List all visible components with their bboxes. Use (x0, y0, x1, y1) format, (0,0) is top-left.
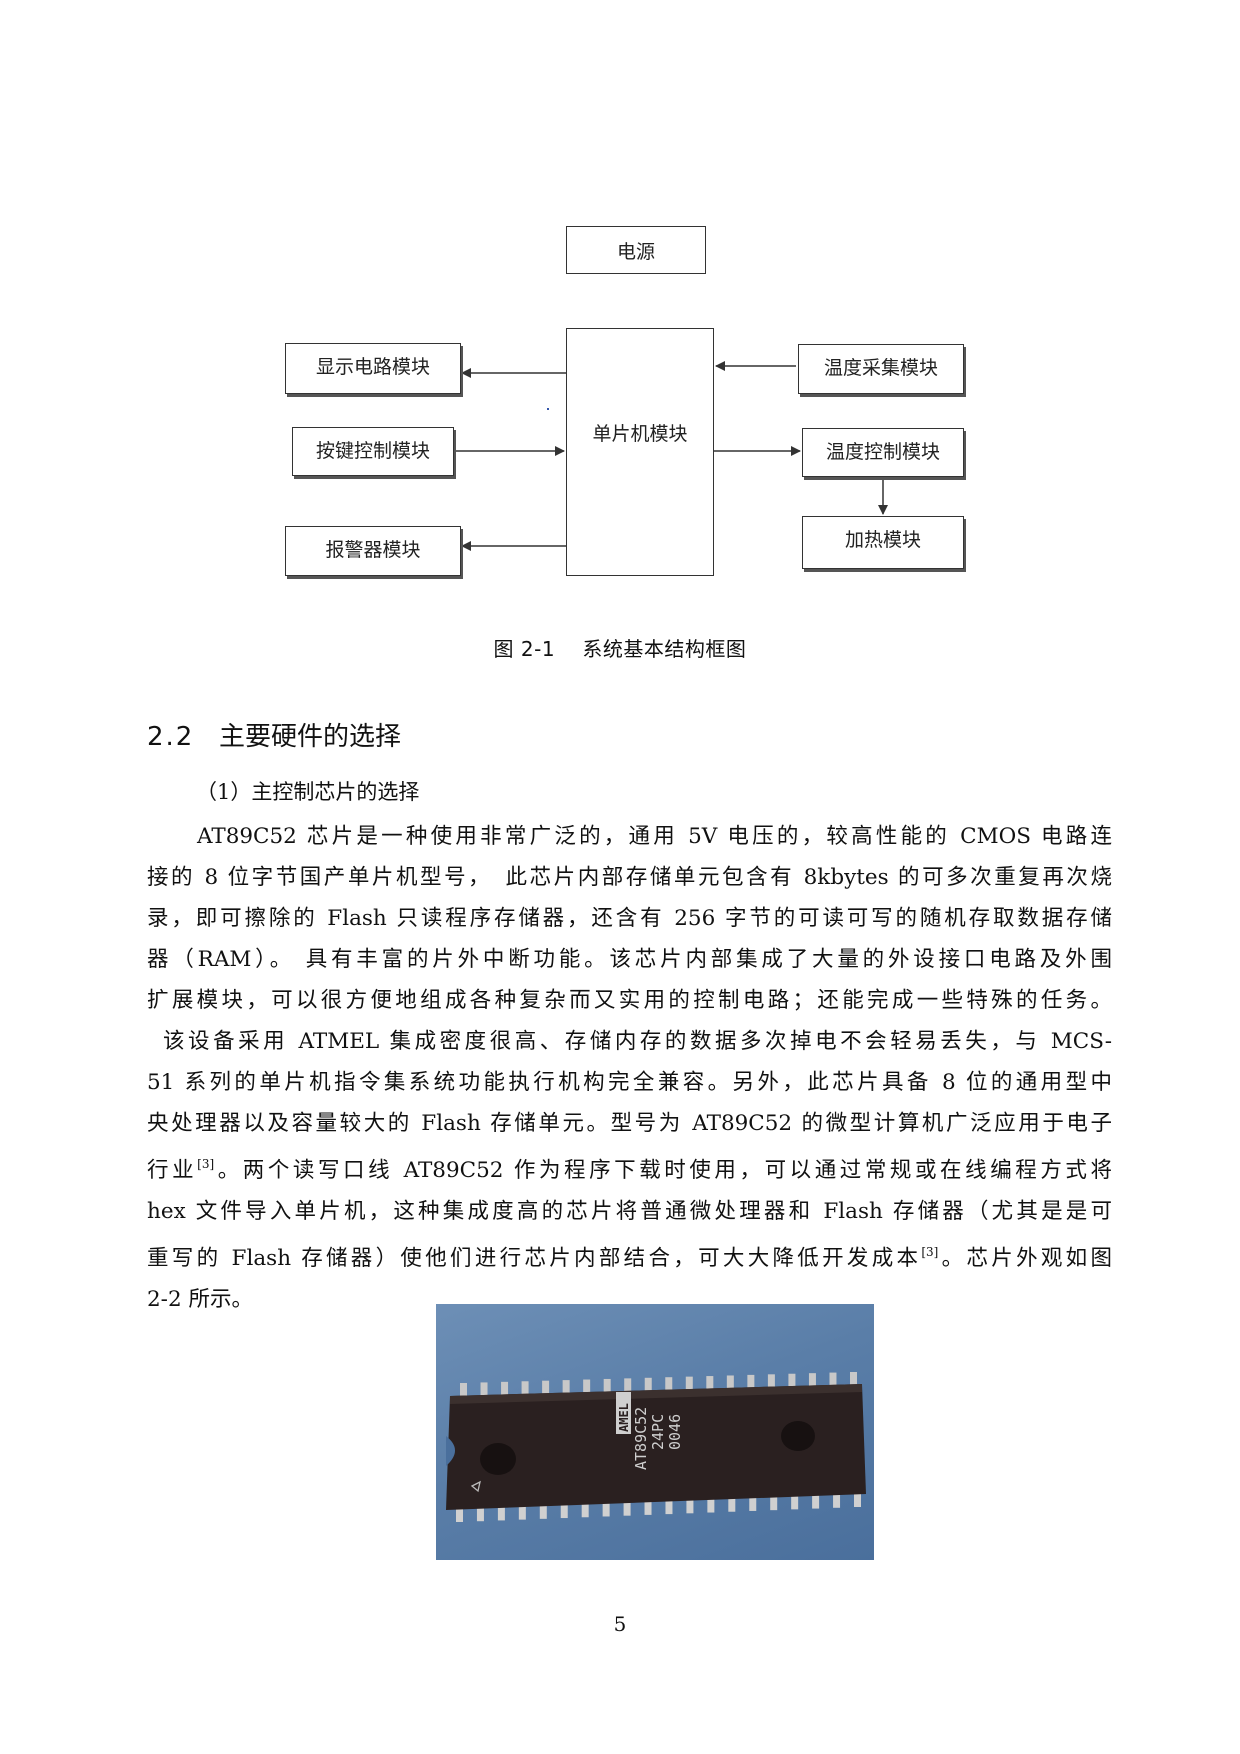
chip-pin (728, 1495, 736, 1512)
citation-ref: [3] (197, 1157, 215, 1171)
chip-pin (749, 1494, 757, 1511)
paragraph-line: 51 系列的单片机指令集系统功能执行机构完全兼容。另外，此芯片具备 8 位的通用… (147, 1070, 1112, 1095)
paragraph-line: 录，即可擦除的 Flash 只读程序存储器，还含有 256 字节的可读可写的随机… (147, 906, 1112, 931)
alarm-label: 报警器模块 (325, 539, 421, 561)
citation-ref: [3] (921, 1245, 939, 1259)
heating-box: 加热模块 (802, 516, 964, 569)
section-heading: 2.2 主要硬件的选择 (147, 716, 401, 753)
chip-pin (623, 1499, 631, 1516)
chip-pin (603, 1378, 611, 1393)
block-diagram: 电源 单片机模块 显示电路模块 按键控制模块 报警器模块 温度采集模块 温度控制… (0, 0, 1240, 620)
diagram-arrows (456, 361, 888, 551)
chip-pin (476, 1505, 484, 1522)
chip-pin (539, 1502, 547, 1519)
power-label: 电源 (616, 240, 655, 263)
section-number: 2.2 (147, 722, 195, 752)
chip-pin (644, 1498, 652, 1515)
section-title: 主要硬件的选择 (219, 722, 402, 752)
chip-pin (602, 1500, 610, 1517)
chip-pin (707, 1496, 715, 1513)
paragraph-line: 行业[3]。两个读写口线 AT89C52 作为程序下载时使用，可以通过常规或在线… (147, 1144, 1112, 1191)
paragraph-line: AT89C52 芯片是一种使用非常广泛的，通用 5V 电压的，较高性能的 CMO… (197, 824, 1112, 849)
temp-acq-label: 温度采集模块 (823, 357, 938, 379)
chip-photo: AMEL AT89C52 24PC 0046 (436, 1304, 874, 1560)
figure-caption: 图 2-1 系统基本结构框图 (493, 637, 747, 661)
page-number: 5 (613, 1612, 627, 1636)
chip-pin (560, 1502, 568, 1519)
body-paragraph: AT89C52 芯片是一种使用非常广泛的，通用 5V 电压的，较高性能的 CMO… (147, 816, 1112, 1320)
chip-illustration: AMEL AT89C52 24PC 0046 (446, 1372, 866, 1522)
paragraph-line: 扩展模块，可以很方便地组成各种复杂而又实用的控制电路；还能完成一些特殊的任务。 (147, 988, 1112, 1013)
temp-ctrl-label: 温度控制模块 (825, 441, 940, 463)
text-run: 行业 (147, 1158, 198, 1183)
chip-pin (542, 1380, 550, 1395)
mcu-label: 单片机模块 (592, 422, 688, 445)
display-label: 显示电路模块 (315, 356, 430, 378)
chip-pin (456, 1506, 463, 1522)
chip-pin (770, 1494, 778, 1511)
keys-box: 按键控制模块 (292, 427, 454, 476)
temp-ctrl-box: 温度控制模块 (802, 428, 964, 477)
chip-pin (501, 1381, 509, 1396)
chip-pin (644, 1377, 652, 1392)
chip-pin (685, 1376, 693, 1391)
chip-pin (854, 1491, 861, 1507)
keys-label: 按键控制模块 (315, 440, 430, 462)
chip-pin (480, 1382, 488, 1397)
chip-pin (665, 1377, 673, 1392)
chip-pin (665, 1498, 673, 1515)
chip-pin (747, 1374, 755, 1389)
chip-pin (788, 1373, 796, 1388)
chip-pin (583, 1379, 591, 1394)
chip-pin (706, 1376, 714, 1391)
alarm-box: 报警器模块 (285, 526, 461, 576)
power-box: 电源 (566, 226, 706, 274)
chip-pin (791, 1493, 799, 1510)
chip-pin (850, 1372, 857, 1386)
paragraph-line: 该设备采用 ATMEL 集成密度很高、存储内存的数据多次掉电不会轻易丢失，与 M… (163, 1029, 1112, 1054)
heating-label: 加热模块 (844, 529, 921, 551)
text-run: 。芯片外观如图 (938, 1246, 1112, 1271)
chip-pin (518, 1503, 526, 1520)
paragraph-line: 2-2 所示。 (147, 1287, 253, 1312)
chip-pin (686, 1497, 694, 1514)
paragraph-line: 央处理器以及容量较大的 Flash 存储单元。型号为 AT89C52 的微型计算… (147, 1111, 1112, 1136)
chip-pin (808, 1373, 816, 1388)
paragraph-line: 重写的 Flash 存储器）使他们进行芯片内部结合，可大大降低开发成本[3]。芯… (147, 1232, 1112, 1279)
display-box: 显示电路模块 (285, 343, 461, 394)
chip-pin (460, 1383, 467, 1397)
chip-pin (624, 1378, 632, 1393)
chip-pin (833, 1491, 841, 1508)
temp-acq-box: 温度采集模块 (798, 344, 964, 394)
chip-pin (767, 1374, 775, 1389)
chip-pin (726, 1375, 734, 1390)
chip-pin (812, 1492, 820, 1509)
chip-pin (521, 1381, 529, 1396)
chip-pin (581, 1501, 589, 1518)
paragraph-line: 器（RAM）。 具有丰富的片外中断功能。该芯片内部集成了大量的外设接口电路及外围 (147, 947, 1112, 972)
chip-pin (497, 1504, 505, 1521)
chip-pin (829, 1372, 837, 1387)
subsection-heading: （1）主控制芯片的选择 (196, 780, 420, 804)
text-run: 。两个读写口线 AT89C52 作为程序下载时使用，可以通过常规或在线编程方式将 (214, 1158, 1112, 1183)
mcu-box: 单片机模块 (566, 328, 714, 576)
chip-model: AT89C52 (632, 1407, 650, 1470)
paragraph-line: hex 文件导入单片机，这种集成度高的芯片将普通微处理器和 Flash 存储器（… (147, 1199, 1112, 1224)
chip-pin (562, 1380, 570, 1395)
chip-code: 0046 (666, 1414, 684, 1450)
chip-speed: 24PC (649, 1414, 667, 1450)
chip-brand: AMEL (617, 1403, 631, 1432)
text-run: 重写的 Flash 存储器）使他们进行芯片内部结合，可大大降低开发成本 (147, 1246, 922, 1271)
paragraph-line: 接的 8 位字节国产单片机型号， 此芯片内部存储单元包含有 8kbytes 的可… (147, 865, 1112, 890)
